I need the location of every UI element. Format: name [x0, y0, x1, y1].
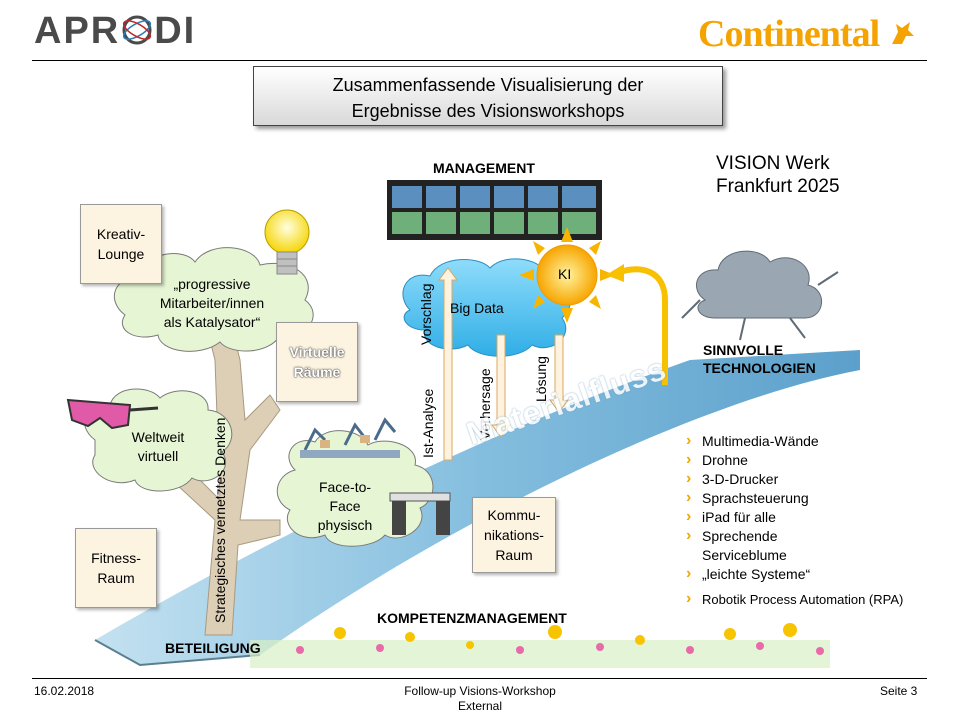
virtuelle-raeume-box: Virtuelle Räume	[276, 322, 358, 402]
footer-center-line-1: Follow-up Visions-Workshop	[404, 684, 556, 698]
ki-sun-icon	[519, 227, 615, 323]
multimedia-wall-icon	[387, 180, 602, 240]
continental-logo-text: Continental	[698, 13, 880, 55]
continental-logo: Continental	[698, 12, 918, 56]
sinnvolle-technologien-label: SINNVOLLE TECHNOLOGIEN	[703, 341, 816, 377]
tech-item: Drohne	[686, 450, 903, 470]
ki-label: KI	[558, 266, 572, 282]
tech-item: Multimedia-Wände	[686, 431, 903, 451]
technology-cloud-icon	[681, 250, 839, 341]
standing-desk-icon	[389, 492, 451, 535]
title-line-1: Zusammenfassende Visualisierung der	[332, 75, 644, 95]
tech-item: „leichte Systeme“	[686, 564, 903, 584]
beteiligung-label: BETEILIGUNG	[165, 640, 261, 656]
kreativ-lounge-box: Kreativ- Lounge	[80, 204, 162, 284]
sinnvolle-line-2: TECHNOLOGIEN	[703, 360, 816, 376]
tech-item: Sprachsteuerung	[686, 488, 903, 508]
sinnvolle-line-1: SINNVOLLE	[703, 342, 784, 358]
ist-analyse-label: Ist-Analyse	[420, 388, 436, 458]
kommunikationsraum-box: Kommu- nikations- Raum	[472, 497, 556, 573]
title-box: Zusammenfassende Visualisierung der Erge…	[253, 66, 723, 126]
flower-meadow	[250, 623, 830, 668]
weltweit-cloud-text: Weltweit virtuell	[131, 429, 185, 464]
tech-item: Sprechende Serviceblume	[686, 526, 903, 565]
footer-center-line-2: External	[457, 699, 503, 713]
horse-icon	[891, 22, 914, 44]
logo-text-left: APR	[34, 10, 121, 52]
footer-center: Follow-up Visions-Workshop External	[380, 684, 580, 714]
kompetenzmanagement-label: KOMPETENZMANAGEMENT	[377, 610, 567, 626]
flow-arrows	[438, 267, 569, 461]
big-data-label: Big Data	[450, 300, 504, 316]
tech-item: Robotik Process Automation (RPA)	[686, 589, 903, 609]
lightbulb-icon	[264, 209, 310, 275]
fitness-raum-box: Fitness- Raum	[75, 528, 157, 608]
robots-icon	[300, 417, 400, 458]
logo-text-right: DI	[154, 10, 197, 52]
vision-line-1: VISION Werk	[716, 153, 830, 174]
progressive-cloud-text: „progressive Mitarbeiter/innen als Katal…	[159, 276, 265, 330]
strategisches-denken-label: Strategisches vernetztes Denken	[212, 417, 228, 623]
tech-item: 3-D-Drucker	[686, 469, 903, 489]
face-to-face-cloud-text: Face-to- Face physisch	[317, 479, 373, 533]
footer-divider	[32, 678, 927, 679]
vision-label: VISION Werk Frankfurt 2025	[716, 152, 840, 198]
vorschlag-label: Vorschlag	[418, 283, 434, 345]
footer-page-number: Seite 3	[880, 684, 918, 698]
tech-item: iPad für alle	[686, 507, 903, 527]
footer-date: 16.02.2018	[34, 684, 95, 698]
technology-list: Multimedia-Wände Drohne 3-D-Drucker Spra…	[686, 431, 903, 609]
title-line-2: Ergebnisse des Visionsworkshops	[351, 101, 625, 121]
aprodi-logo: APR DI	[34, 10, 196, 53]
feedback-arrow	[619, 266, 668, 385]
vr-goggles-icon	[66, 398, 159, 430]
management-label: MANAGEMENT	[433, 160, 535, 176]
header-divider	[32, 60, 927, 61]
globe-icon	[120, 13, 154, 47]
vision-line-2: Frankfurt 2025	[716, 176, 840, 197]
